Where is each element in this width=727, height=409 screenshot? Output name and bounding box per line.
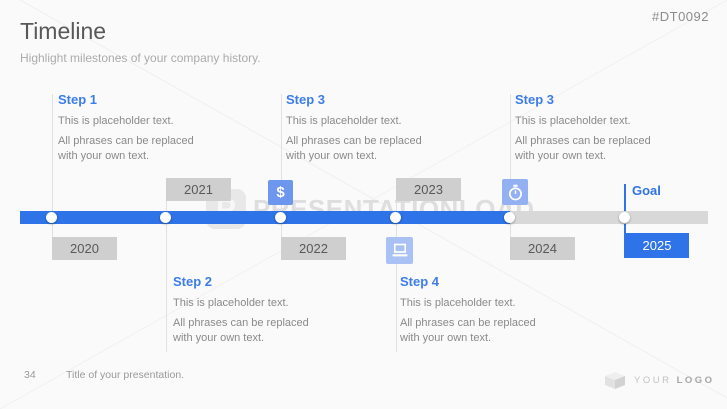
timeline-bar-progress — [20, 211, 510, 224]
step-label: Step 1 — [58, 92, 98, 107]
step-text: with your own text. — [515, 150, 607, 162]
step-block-3b: Step 3 This is placeholder text. All phr… — [515, 92, 680, 164]
milestone-dot-2020 — [46, 212, 57, 223]
milestone-dot-2023 — [390, 212, 401, 223]
stopwatch-icon — [502, 179, 528, 205]
template-code: #DT0092 — [652, 9, 709, 24]
stopwatch-glyph — [508, 184, 522, 200]
step-label: Step 3 — [515, 92, 555, 107]
step-text: This is placeholder text. — [286, 115, 402, 127]
logo-text-bold: LOGO — [676, 375, 715, 386]
step-label: Step 4 — [400, 274, 440, 289]
connector-line-5 — [510, 94, 511, 237]
step-text: with your own text. — [173, 332, 265, 344]
logo-text: YOUR LOGO — [634, 375, 715, 386]
step-text: All phrases can be replaced — [58, 135, 194, 147]
connector-line-1 — [52, 94, 53, 237]
presentation-title: Title of your presentation. — [66, 369, 185, 381]
step-text: This is placeholder text. — [173, 297, 289, 309]
your-logo: YOUR LOGO — [604, 371, 715, 390]
page-number: 34 — [24, 369, 36, 381]
year-box-2021: 2021 — [166, 178, 231, 201]
milestone-dot-2024 — [504, 212, 515, 223]
step-block-4: Step 4 This is placeholder text. All phr… — [400, 274, 565, 346]
step-text: This is placeholder text. — [400, 297, 516, 309]
slide-subtitle: Highlight milestones of your company his… — [20, 51, 261, 65]
dollar-glyph: $ — [276, 184, 285, 201]
step-text: All phrases can be replaced — [286, 135, 422, 147]
logo-cube-icon — [605, 372, 625, 389]
connector-line-3 — [281, 94, 282, 237]
year-box-2022: 2022 — [281, 237, 346, 260]
year-box-2025-goal: 2025 — [625, 233, 689, 258]
logo-text-light: YOUR — [634, 375, 677, 386]
step-text: All phrases can be replaced — [400, 317, 536, 329]
step-text: with your own text. — [58, 150, 150, 162]
step-text: This is placeholder text. — [58, 115, 174, 127]
step-block-3a: Step 3 This is placeholder text. All phr… — [286, 92, 451, 164]
step-label: Step 2 — [173, 274, 213, 289]
step-text: This is placeholder text. — [515, 115, 631, 127]
step-block-1: Step 1 This is placeholder text. All phr… — [58, 92, 223, 164]
laptop-icon — [386, 237, 413, 264]
milestone-dot-2025 — [619, 212, 630, 223]
connector-line-2 — [166, 178, 167, 352]
year-box-2024: 2024 — [510, 237, 575, 260]
laptop-glyph — [392, 243, 407, 257]
milestone-dot-2022 — [275, 212, 286, 223]
year-box-2023: 2023 — [396, 178, 461, 201]
connector-line-4 — [396, 178, 397, 352]
goal-label: Goal — [632, 183, 661, 198]
step-text: with your own text. — [286, 150, 378, 162]
dollar-icon: $ — [268, 180, 293, 205]
step-text: All phrases can be replaced — [173, 317, 309, 329]
step-block-2: Step 2 This is placeholder text. All phr… — [173, 274, 338, 346]
year-box-2020: 2020 — [52, 237, 117, 260]
milestone-dot-2021 — [160, 212, 171, 223]
step-text: with your own text. — [400, 332, 492, 344]
step-text: All phrases can be replaced — [515, 135, 651, 147]
step-label: Step 3 — [286, 92, 326, 107]
slide-title: Timeline — [20, 18, 107, 44]
